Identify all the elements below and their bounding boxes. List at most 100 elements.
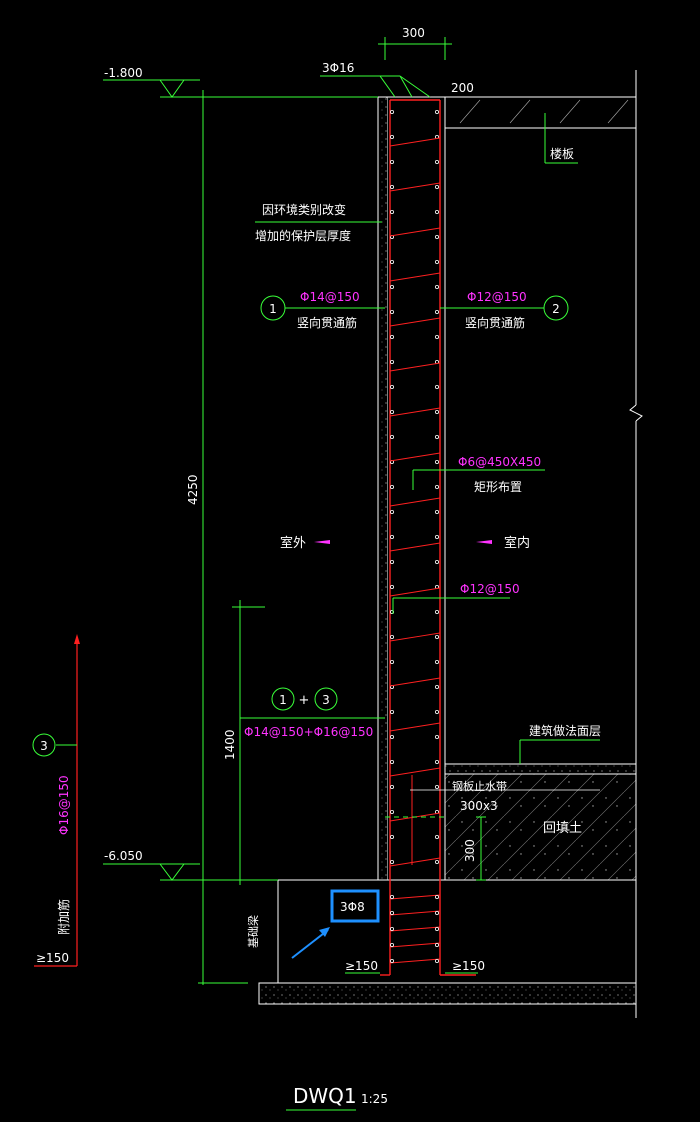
- dim-200-label: 200: [451, 81, 474, 95]
- inner-horizontal-bar: [434, 835, 439, 840]
- elevation-bottom-marker: [103, 863, 278, 881]
- outer-horizontal-bar: [389, 134, 394, 139]
- mark-2-label: 2: [552, 302, 560, 316]
- inner-horizontal-bar: [434, 484, 439, 489]
- tie-spec: Φ6@450X450: [458, 455, 541, 469]
- floor-finish-leader: [519, 739, 600, 764]
- cover-note-line2: 增加的保护层厚度: [255, 228, 351, 243]
- inner-horizontal-bar: [434, 259, 439, 264]
- tie-bar: [389, 227, 441, 237]
- inner-horizontal-bar: [434, 710, 439, 715]
- base-bars-label: 3Φ8: [340, 900, 365, 914]
- outer-horizontal-bar: [389, 835, 394, 840]
- inside-label: 室内: [504, 535, 530, 551]
- outer-horizontal-bar: [389, 760, 394, 765]
- inner-horizontal-bar: [434, 660, 439, 665]
- elevation-bottom-label: -6.050: [104, 849, 143, 863]
- combo-mark-a: 1: [279, 693, 287, 707]
- tie-bar: [389, 362, 441, 372]
- outer-horizontal-bar: [389, 409, 394, 414]
- outer-horizontal-bar: [389, 259, 394, 264]
- outer-horizontal-bar: [389, 860, 394, 865]
- outer-horizontal-bar: [389, 484, 394, 489]
- inner-horizontal-bar: [434, 184, 439, 189]
- tie-bar: [389, 857, 441, 867]
- outer-horizontal-bar: [389, 735, 394, 740]
- tie-bar: [389, 587, 441, 597]
- bar1-spec: Φ14@150: [300, 290, 360, 304]
- floor-slab: [444, 96, 637, 129]
- base-bar: [389, 927, 394, 932]
- extra-mark-label: 3: [40, 739, 48, 753]
- base-bar: [389, 911, 394, 916]
- horiz-bar-leader: [392, 597, 510, 614]
- combo-mark-b: 3: [322, 693, 330, 707]
- anchor-extra-label: ≥150: [36, 951, 69, 965]
- highlight-arrow-icon: [319, 927, 330, 937]
- combo-plus: +: [299, 693, 310, 708]
- dim-300-label: 300: [402, 26, 425, 40]
- outer-horizontal-bar: [389, 284, 394, 289]
- inner-horizontal-bar: [434, 110, 439, 115]
- inner-horizontal-bar: [434, 860, 439, 865]
- mark-1-label: 1: [269, 302, 277, 316]
- waterstop-label: 钢板止水带: [452, 779, 507, 793]
- waterstop-size: 300x3: [460, 799, 498, 813]
- waterstop-plate: [385, 789, 600, 818]
- dim-300b-label: 300: [463, 839, 477, 862]
- tie-bar: [389, 632, 441, 642]
- outer-horizontal-bar: [389, 509, 394, 514]
- cover-layer: [379, 98, 387, 880]
- outer-horizontal-bar: [389, 359, 394, 364]
- outer-horizontal-bar: [389, 660, 394, 665]
- base-bar: [434, 927, 439, 932]
- top-bars-label: 3Φ16: [322, 61, 354, 75]
- dim-4250-label: 4250: [186, 474, 200, 505]
- inner-horizontal-bar: [434, 610, 439, 615]
- base-stirrup: [389, 942, 441, 948]
- outer-horizontal-bar: [389, 334, 394, 339]
- elevation-top-label: -1.800: [104, 66, 143, 80]
- outer-horizontal-bar: [389, 384, 394, 389]
- drawing-scale: 1:25: [361, 1092, 388, 1106]
- anchor-right-label: ≥150: [452, 959, 485, 973]
- outer-horizontal-bar: [389, 785, 394, 790]
- tie-bar: [389, 452, 441, 462]
- inner-horizontal-bar: [434, 785, 439, 790]
- inner-horizontal-bar: [434, 409, 439, 414]
- tie-bar: [389, 677, 441, 687]
- top-bars-leader: [320, 75, 431, 98]
- outer-horizontal-bar: [389, 710, 394, 715]
- foundation-beam: [258, 879, 637, 1005]
- base-bar: [434, 895, 439, 900]
- outside-label: 室外: [280, 535, 306, 551]
- inner-horizontal-bar: [434, 334, 439, 339]
- tie-desc: 矩形布置: [474, 480, 522, 494]
- bar2-spec: Φ12@150: [467, 290, 527, 304]
- base-stirrup: [389, 894, 441, 900]
- inner-horizontal-bar: [434, 760, 439, 765]
- tie-bar: [389, 317, 441, 327]
- outer-horizontal-bar: [389, 110, 394, 115]
- outer-horizontal-bar: [389, 610, 394, 615]
- combo-spec: Φ14@150+Φ16@150: [244, 725, 373, 739]
- slab-leader: [544, 113, 578, 164]
- extra-desc: 附加筋: [56, 899, 71, 935]
- drawing-title: DWQ1: [293, 1084, 357, 1108]
- dim-waterstop-height: [476, 816, 486, 881]
- outer-horizontal-bar: [389, 585, 394, 590]
- bar2-desc: 竖向贯通筋: [465, 315, 525, 330]
- extra-spec: Φ16@150: [57, 775, 71, 835]
- outside-arrow-icon: [314, 540, 330, 544]
- dim-total-height: [198, 90, 248, 985]
- horiz-bar-spec: Φ12@150: [460, 582, 520, 596]
- inner-horizontal-bar: [434, 234, 439, 239]
- elevation-top-marker: [103, 79, 378, 98]
- inner-horizontal-bar: [434, 685, 439, 690]
- dim-1400-label: 1400: [223, 729, 237, 760]
- highlight-arrow-line: [291, 929, 329, 959]
- inner-horizontal-bar: [434, 509, 439, 514]
- base-bar: [389, 943, 394, 948]
- dim-lower-height: [232, 600, 385, 885]
